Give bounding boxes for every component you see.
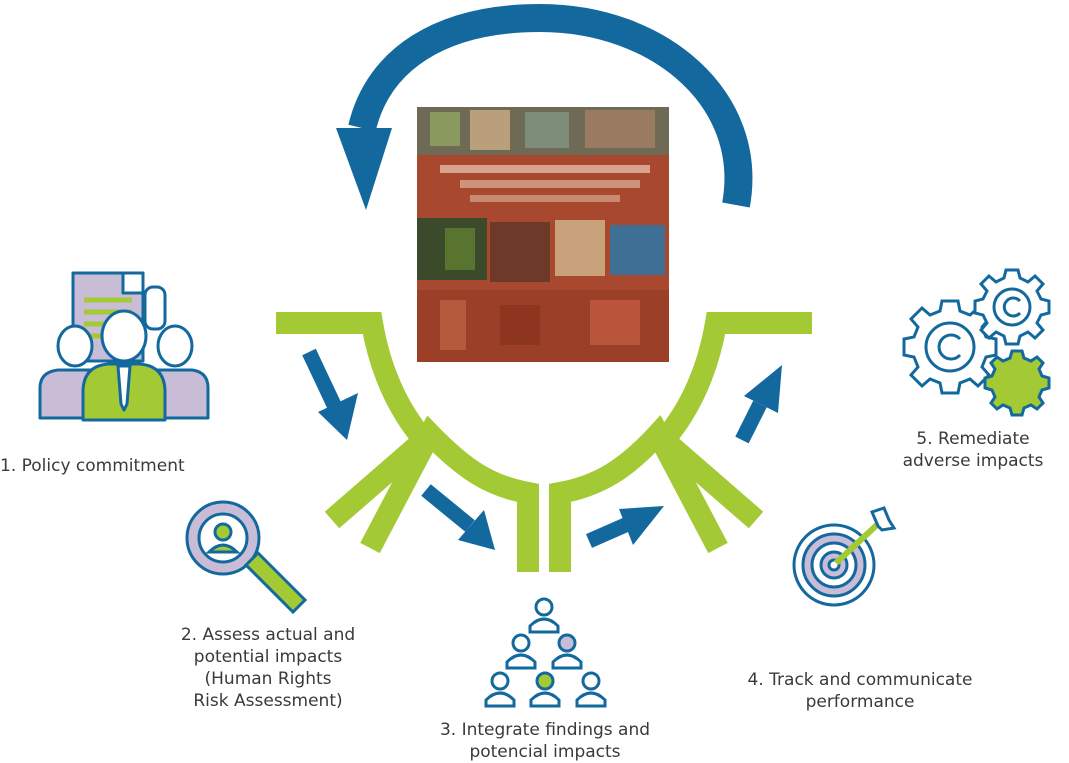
target-arrow-icon [792,506,897,607]
step-4-label: 4. Track and communicate performance [747,670,973,712]
right-top-bracket [648,312,812,529]
policy-people-document-icon [38,271,210,422]
arrow-step-2-to-3 [421,484,495,550]
people-pyramid-icon [484,597,607,708]
step-2-label: 2. Assess actual and potential impacts (… [180,625,356,711]
magnifier-person-icon [185,500,308,615]
arrow-step-1-to-2 [302,348,358,440]
step-5-label: 5. Remediate adverse impacts [902,429,1044,471]
cycle-brackets [276,312,812,572]
central-photo-image [417,107,669,362]
left-bottom-bracket [360,415,539,572]
arrow-step-4-to-5 [735,365,782,444]
gears-icon [902,268,1051,417]
arrow-step-3-to-4 [585,506,664,548]
step-arrows [302,348,782,550]
step-3-label: 3. Integrate findings and potencial impa… [439,720,651,762]
gear-top-right [973,268,1051,346]
cycle-return-arrow [336,3,753,210]
gear-small-green [983,349,1051,417]
step-1-label: 1. Policy commitment [0,456,185,476]
